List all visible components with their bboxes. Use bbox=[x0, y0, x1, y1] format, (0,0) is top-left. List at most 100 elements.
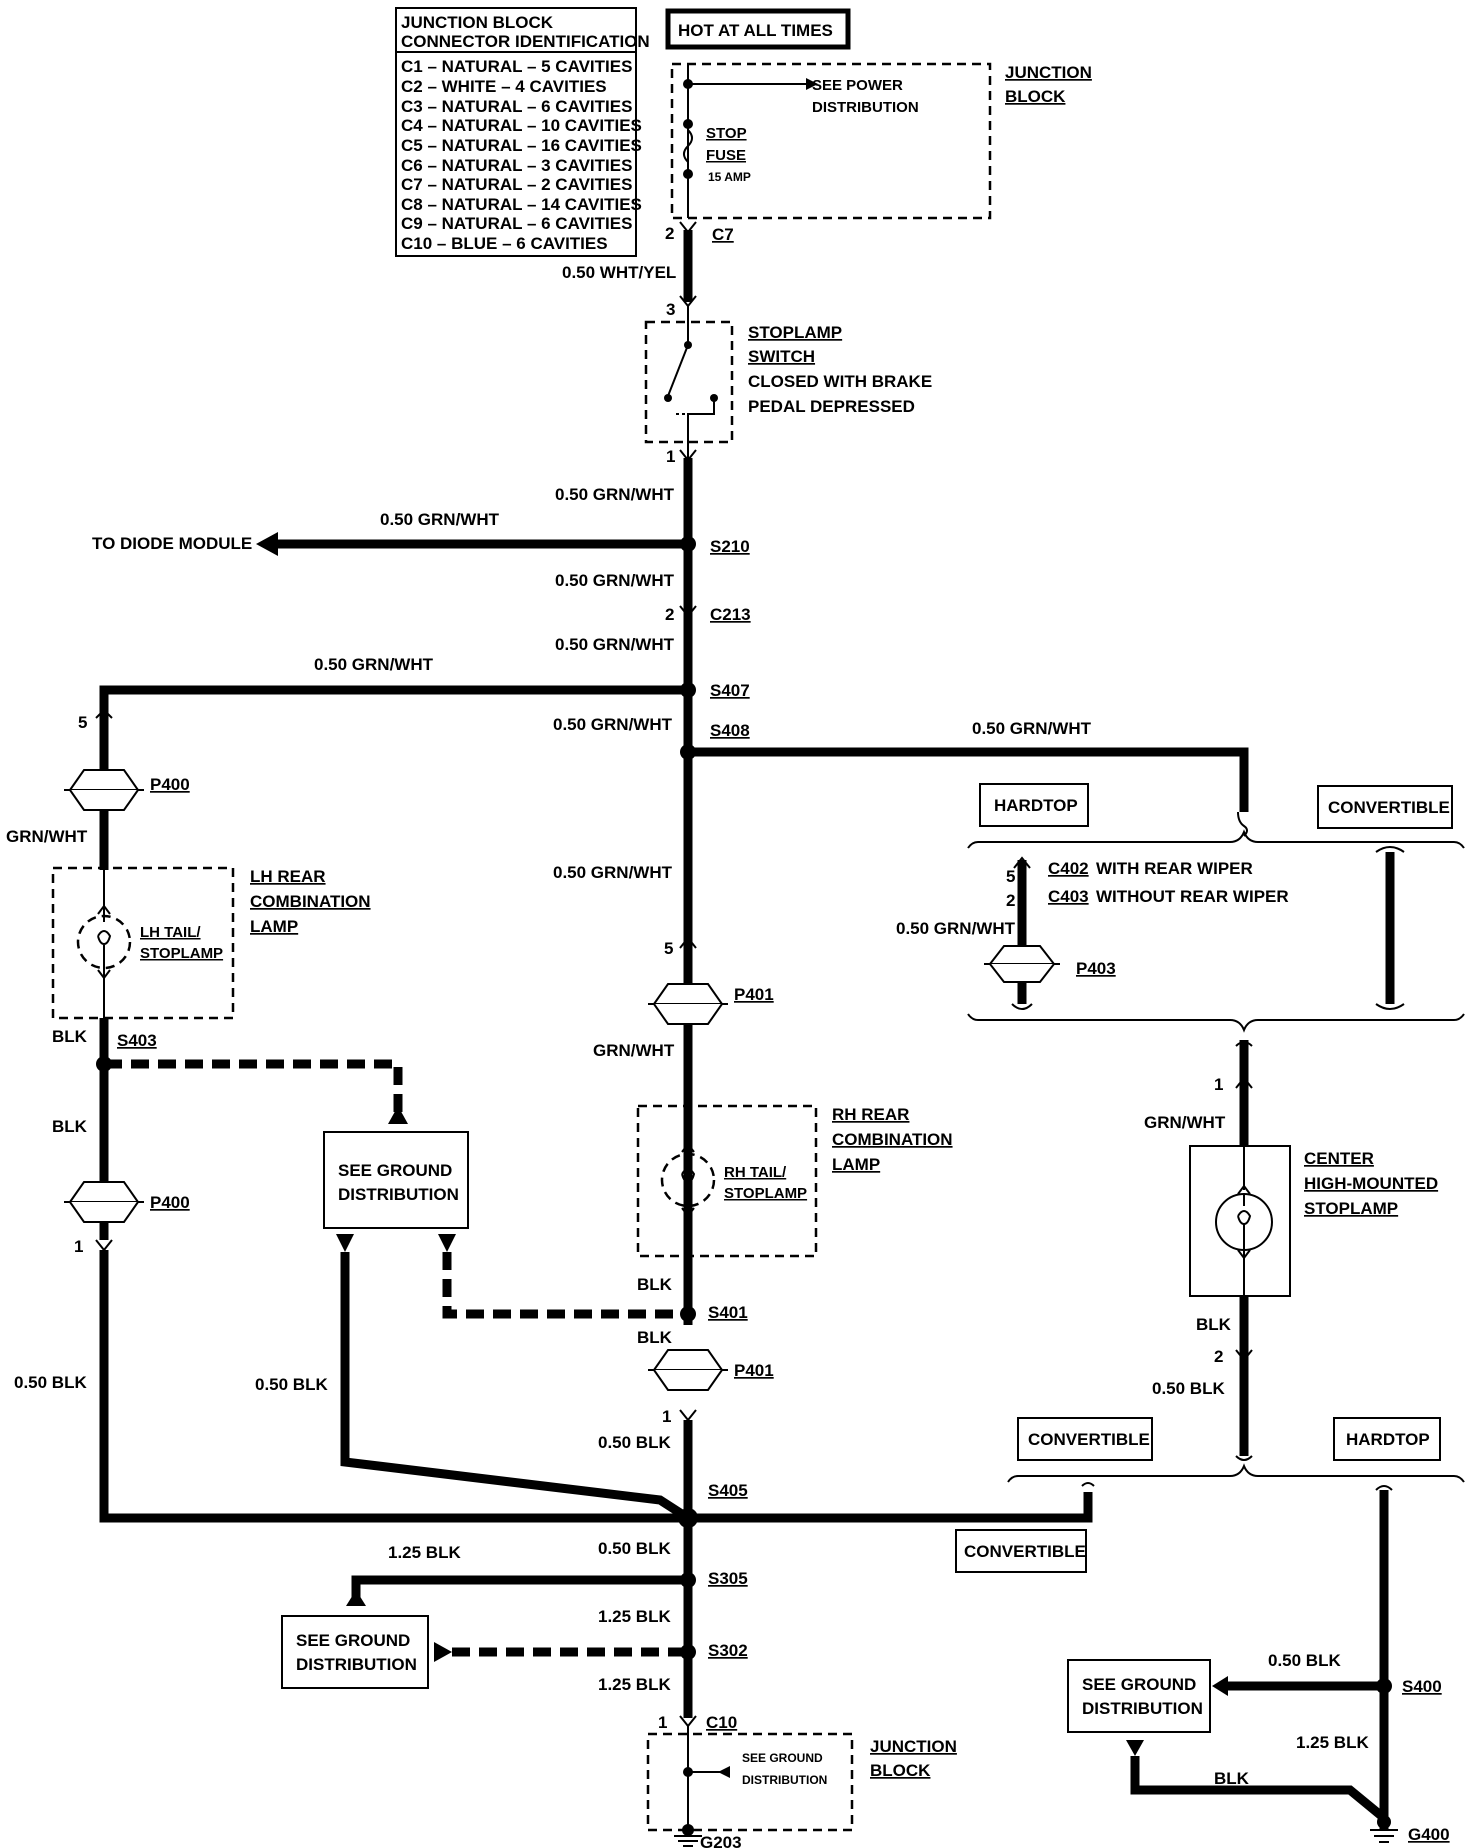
p400-top-label: P400 bbox=[150, 775, 190, 794]
option-hardtop-mid: HARDTOP bbox=[1333, 1417, 1441, 1461]
lh-lamp-name-3: LAMP bbox=[250, 917, 298, 936]
switch-desc-1: CLOSED WITH BRAKE bbox=[748, 372, 932, 391]
wire-to-chmsl bbox=[688, 747, 1249, 812]
connector-id-table: JUNCTION BLOCK CONNECTOR IDENTIFICATION … bbox=[395, 7, 650, 257]
rh-lamp-name-1: RH REAR bbox=[832, 1105, 909, 1124]
hot-label: HOT AT ALL TIMES bbox=[678, 21, 833, 40]
p401-top-connector: 5 P401 bbox=[648, 936, 774, 1025]
see-power-1: SEE POWER bbox=[812, 77, 903, 94]
option-convertible-low: CONVERTIBLE bbox=[955, 1529, 1087, 1573]
jb-ground-ref-1: SEE GROUND bbox=[742, 1751, 823, 1765]
junction-block-name-1: JUNCTION bbox=[1005, 63, 1092, 82]
jb-bottom-name-1: JUNCTION bbox=[870, 1737, 957, 1756]
splice-s302 bbox=[680, 1644, 696, 1660]
c402-text: WITH REAR WIPER bbox=[1096, 859, 1253, 878]
wire-label: BLK bbox=[637, 1275, 673, 1294]
stoplamp-switch: 3 1 STOPLAMP SWITCH CLOSED WITH BRAKE PE… bbox=[644, 295, 932, 466]
lh-lamp-name-2: COMBINATION bbox=[250, 892, 371, 911]
ground-distribution-ref-3: SEE GROUND DISTRIBUTION bbox=[1067, 1659, 1211, 1756]
wire-label: BLK bbox=[52, 1117, 88, 1136]
wire-label: 0.50 BLK bbox=[1152, 1379, 1225, 1398]
p400-top-pin: 5 bbox=[78, 713, 87, 732]
center-high-mounted-stoplamp: CENTER HIGH-MOUNTED STOPLAMP bbox=[1189, 1145, 1438, 1297]
table-row: C3 – NATURAL – 6 CAVITIES bbox=[401, 97, 632, 116]
g400-ground: G400 bbox=[1370, 1815, 1450, 1844]
splice-s408 bbox=[680, 744, 696, 760]
splice-label: S401 bbox=[708, 1303, 748, 1322]
lh-bulb-1: LH TAIL/ bbox=[140, 924, 201, 941]
switch-pin-3: 3 bbox=[666, 300, 675, 319]
stop-fuse-1: STOP bbox=[706, 125, 747, 142]
c10-pin: 1 bbox=[658, 1713, 667, 1732]
wire-s305-ground bbox=[351, 1575, 688, 1606]
c213-pin: 2 bbox=[665, 605, 674, 624]
stop-fuse-2: FUSE bbox=[706, 147, 746, 164]
c403-pin: 2 bbox=[1006, 891, 1015, 910]
svg-text:CONVERTIBLE: CONVERTIBLE bbox=[1328, 798, 1450, 817]
g203-label: G203 bbox=[700, 1833, 742, 1848]
table-row: C4 – NATURAL – 10 CAVITIES bbox=[401, 116, 642, 135]
switch-name-2: SWITCH bbox=[748, 347, 815, 366]
c402-c403-connector: 5 C402 WITH REAR WIPER 2 C403 WITHOUT RE… bbox=[896, 856, 1289, 1004]
ground-distribution-ref-1: SEE GROUND DISTRIBUTION bbox=[323, 1131, 469, 1252]
wire-label: 0.50 GRN/WHT bbox=[555, 571, 675, 590]
splice-s210 bbox=[680, 536, 696, 552]
wire-label: 0.50 GRN/WHT bbox=[972, 719, 1092, 738]
ground-ref-2b: DISTRIBUTION bbox=[296, 1655, 417, 1674]
p400-bottom-connector: P400 1 bbox=[64, 1181, 190, 1256]
chmsl-name-1: CENTER bbox=[1304, 1149, 1374, 1168]
wire-label: 0.50 BLK bbox=[1268, 1651, 1341, 1670]
table-row: C9 – NATURAL – 6 CAVITIES bbox=[401, 214, 632, 233]
p401-bottom-connector: P401 1 bbox=[648, 1349, 774, 1426]
chmsl-name-3: STOPLAMP bbox=[1304, 1199, 1398, 1218]
switch-pin-1: 1 bbox=[666, 447, 675, 466]
junction-block-name-2: BLOCK bbox=[1005, 87, 1066, 106]
ground-ref-2a: SEE GROUND bbox=[296, 1631, 410, 1650]
p401-top-label: P401 bbox=[734, 985, 774, 1004]
c402-pin: 5 bbox=[1006, 867, 1015, 886]
c403-label: C403 bbox=[1048, 887, 1089, 906]
table-row: C6 – NATURAL – 3 CAVITIES bbox=[401, 156, 632, 175]
p400-bottom-label: P400 bbox=[150, 1193, 190, 1212]
brace-top bbox=[967, 829, 1465, 849]
wire-label: GRN/WHT bbox=[593, 1041, 675, 1060]
wire-label: BLK bbox=[637, 1328, 673, 1347]
rh-rear-combination-lamp: RH TAIL/ STOPLAMP RH REAR COMBINATION LA… bbox=[636, 1104, 953, 1258]
splice-label: S405 bbox=[708, 1481, 748, 1500]
wire-label: 0.50 WHT/YEL bbox=[562, 263, 676, 282]
table-row: C7 – NATURAL – 2 CAVITIES bbox=[401, 175, 632, 194]
c7-connector: 2 C7 bbox=[665, 221, 734, 244]
ground-ref-1b: DISTRIBUTION bbox=[338, 1185, 459, 1204]
hot-at-all-times-box: HOT AT ALL TIMES bbox=[665, 8, 851, 50]
jb-ground-ref-2: DISTRIBUTION bbox=[742, 1773, 827, 1787]
arrow-up-icon bbox=[388, 1106, 408, 1124]
svg-text:CONVERTIBLE: CONVERTIBLE bbox=[964, 1542, 1086, 1561]
table-title-1: JUNCTION BLOCK bbox=[401, 13, 554, 32]
wire-label: 0.50 BLK bbox=[598, 1433, 671, 1452]
splice-label: S408 bbox=[710, 721, 750, 740]
c7-pin: 2 bbox=[665, 224, 674, 243]
wire-label: 0.50 GRN/WHT bbox=[380, 510, 500, 529]
splice-label: S400 bbox=[1402, 1677, 1442, 1696]
wire-label: 0.50 GRN/WHT bbox=[555, 635, 675, 654]
c213-connector bbox=[679, 605, 697, 618]
wire-to-convertible bbox=[688, 1492, 1093, 1523]
wire-label: 0.50 GRN/WHT bbox=[896, 919, 1016, 938]
option-convertible-mid: CONVERTIBLE bbox=[1017, 1417, 1153, 1461]
splice-label: S305 bbox=[708, 1569, 748, 1588]
p401-top-pin: 5 bbox=[664, 939, 673, 958]
wire-label: 0.50 BLK bbox=[255, 1375, 328, 1394]
wire-ground-ref-1 bbox=[340, 1252, 691, 1522]
wire-label: 0.50 BLK bbox=[598, 1539, 671, 1558]
table-row: C10 – BLUE – 6 CAVITIES bbox=[401, 234, 608, 253]
p400-bottom-pin: 1 bbox=[74, 1237, 83, 1256]
switch-name-1: STOPLAMP bbox=[748, 323, 842, 342]
arrow-up-icon bbox=[346, 1590, 366, 1606]
table-title-2: CONNECTOR IDENTIFICATION bbox=[401, 32, 650, 51]
table-row: C5 – NATURAL – 16 CAVITIES bbox=[401, 136, 642, 155]
c213-label: C213 bbox=[710, 605, 751, 624]
option-convertible-top: CONVERTIBLE bbox=[1317, 785, 1453, 829]
switch-desc-2: PEDAL DEPRESSED bbox=[748, 397, 915, 416]
wire-label: 0.50 GRN/WHT bbox=[553, 863, 673, 882]
